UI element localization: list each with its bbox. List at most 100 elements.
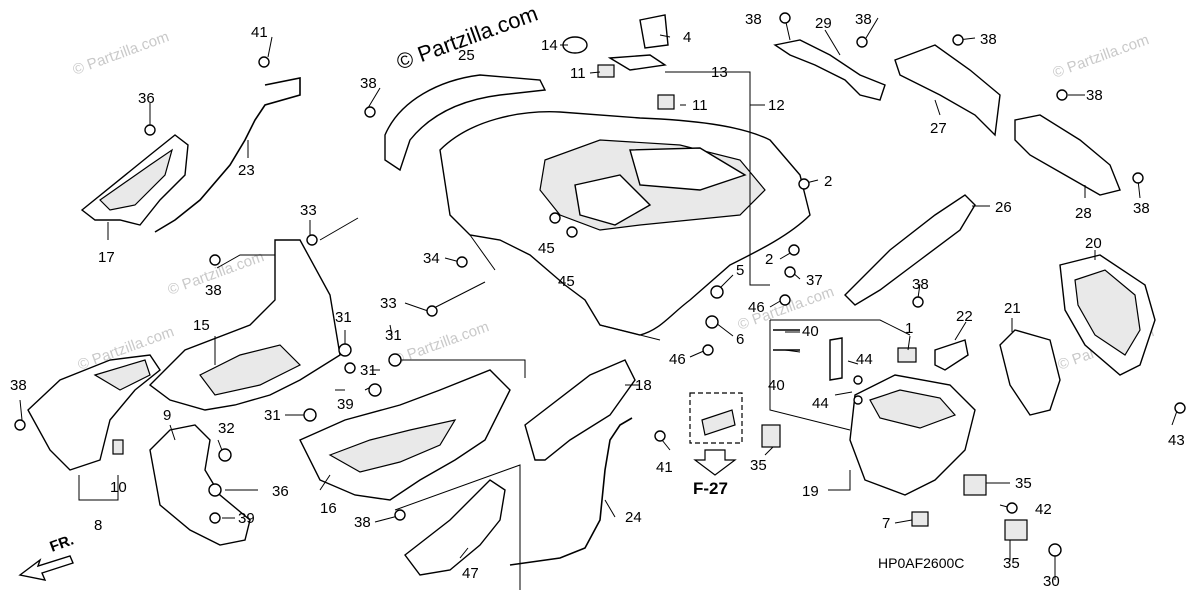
callout-6: 6 <box>736 331 744 348</box>
callout-38: 38 <box>205 282 222 299</box>
direction-label: FR. <box>48 532 77 556</box>
diagram-code: HP0AF2600C <box>878 555 964 571</box>
callout-43: 43 <box>1168 432 1185 449</box>
callout-36: 36 <box>272 483 289 500</box>
callout-8: 8 <box>94 517 102 534</box>
tool-box-19 <box>769 319 976 496</box>
callout-42: 42 <box>1035 501 1052 518</box>
callout-2: 2 <box>765 251 773 268</box>
callout-31: 31 <box>335 309 352 326</box>
callout-38: 38 <box>980 31 997 48</box>
callout-27: 27 <box>930 120 947 137</box>
callout-30: 30 <box>1043 573 1060 590</box>
callout-34: 34 <box>423 250 440 267</box>
callout-32: 32 <box>218 420 235 437</box>
under-cover-15 <box>148 239 341 411</box>
floor-step-16 <box>299 359 526 501</box>
callout-10: 10 <box>110 479 127 496</box>
callout-38: 38 <box>360 75 377 92</box>
callout-11: 11 <box>692 97 708 114</box>
callout-39: 39 <box>337 396 354 413</box>
stay-bracket-29 <box>773 39 886 101</box>
callout-41: 41 <box>656 459 673 476</box>
callout-15: 15 <box>193 317 210 334</box>
callout-35: 35 <box>1015 475 1032 492</box>
callout-28: 28 <box>1075 205 1092 222</box>
callout-40: 40 <box>802 323 819 340</box>
callout-22: 22 <box>956 308 973 325</box>
callout-31: 31 <box>385 327 402 344</box>
callout-14: 14 <box>541 37 558 54</box>
callout-5: 5 <box>736 262 744 279</box>
callout-38: 38 <box>1086 87 1103 104</box>
callout-38: 38 <box>855 11 872 28</box>
callout-17: 17 <box>98 249 115 266</box>
watermark: © Partzilla.com <box>391 318 492 369</box>
callout-12: 12 <box>768 97 785 114</box>
callout-20: 20 <box>1085 235 1102 252</box>
reference-box: F-27 <box>689 392 743 498</box>
callout-38: 38 <box>912 276 929 293</box>
callout-41: 41 <box>251 24 268 41</box>
tail-light-20 <box>1059 254 1156 376</box>
callout-31: 31 <box>264 407 281 424</box>
callout-25: 25 <box>458 47 475 64</box>
lower-plate-47 <box>394 464 521 590</box>
callout-38: 38 <box>354 514 371 531</box>
callout-45: 45 <box>538 240 555 257</box>
callout-39: 39 <box>238 510 255 527</box>
guard-plate-18 <box>524 359 636 461</box>
callout-36: 36 <box>138 90 155 107</box>
bracket-22 <box>934 339 969 371</box>
callout-23: 23 <box>238 162 255 179</box>
callout-38: 38 <box>10 377 27 394</box>
callout-44: 44 <box>812 395 829 412</box>
callout-29: 29 <box>815 15 832 32</box>
callout-33: 33 <box>300 202 317 219</box>
callout-4: 4 <box>683 29 691 46</box>
callout-2: 2 <box>824 173 832 190</box>
stay-wire-24 <box>509 417 633 566</box>
callout-11: 11 <box>570 65 586 82</box>
fasteners <box>14 12 1186 557</box>
stay-wire-23 <box>154 77 301 233</box>
callout-38: 38 <box>1133 200 1150 217</box>
callout-47: 47 <box>462 565 479 582</box>
callout-9: 9 <box>163 407 171 424</box>
callout-31: 31 <box>360 362 377 379</box>
callout-13: 13 <box>711 64 728 81</box>
pad-1 <box>897 347 917 363</box>
callout-38: 38 <box>745 11 762 28</box>
watermark: © Partzilla.com <box>71 28 172 79</box>
callout-21: 21 <box>1004 300 1021 317</box>
front-arrow: FR. <box>18 532 77 581</box>
watermark: © Partzilla.com <box>1051 31 1152 82</box>
small-parts-top <box>562 14 675 110</box>
callout-37: 37 <box>806 272 823 289</box>
callout-45: 45 <box>558 273 575 290</box>
callout-46: 46 <box>669 351 686 368</box>
callout-7: 7 <box>882 515 890 532</box>
callout-26: 26 <box>995 199 1012 216</box>
callout-44: 44 <box>856 351 873 368</box>
rear-fender <box>439 111 811 341</box>
side-panel-27 <box>894 44 1001 137</box>
side-cover-left <box>80 134 189 226</box>
callouts: 41 36 23 17 33 38 34 33 15 31 38 25 14 1… <box>10 11 1185 590</box>
side-rail-cover-26 <box>844 194 976 306</box>
reference-label: F-27 <box>693 479 728 498</box>
lower-guard-8 <box>27 354 161 471</box>
callout-35: 35 <box>750 457 767 474</box>
callout-24: 24 <box>625 509 642 526</box>
callout-40: 40 <box>768 377 785 394</box>
callout-33: 33 <box>380 295 397 312</box>
callout-35: 35 <box>1003 555 1020 572</box>
callout-18: 18 <box>635 377 652 394</box>
callout-16: 16 <box>320 500 337 517</box>
side-panel-28 <box>1014 114 1121 196</box>
mud-guard-9 <box>149 424 251 546</box>
callout-19: 19 <box>802 483 819 500</box>
tail-lens-21 <box>999 329 1061 416</box>
callout-46: 46 <box>748 299 765 316</box>
